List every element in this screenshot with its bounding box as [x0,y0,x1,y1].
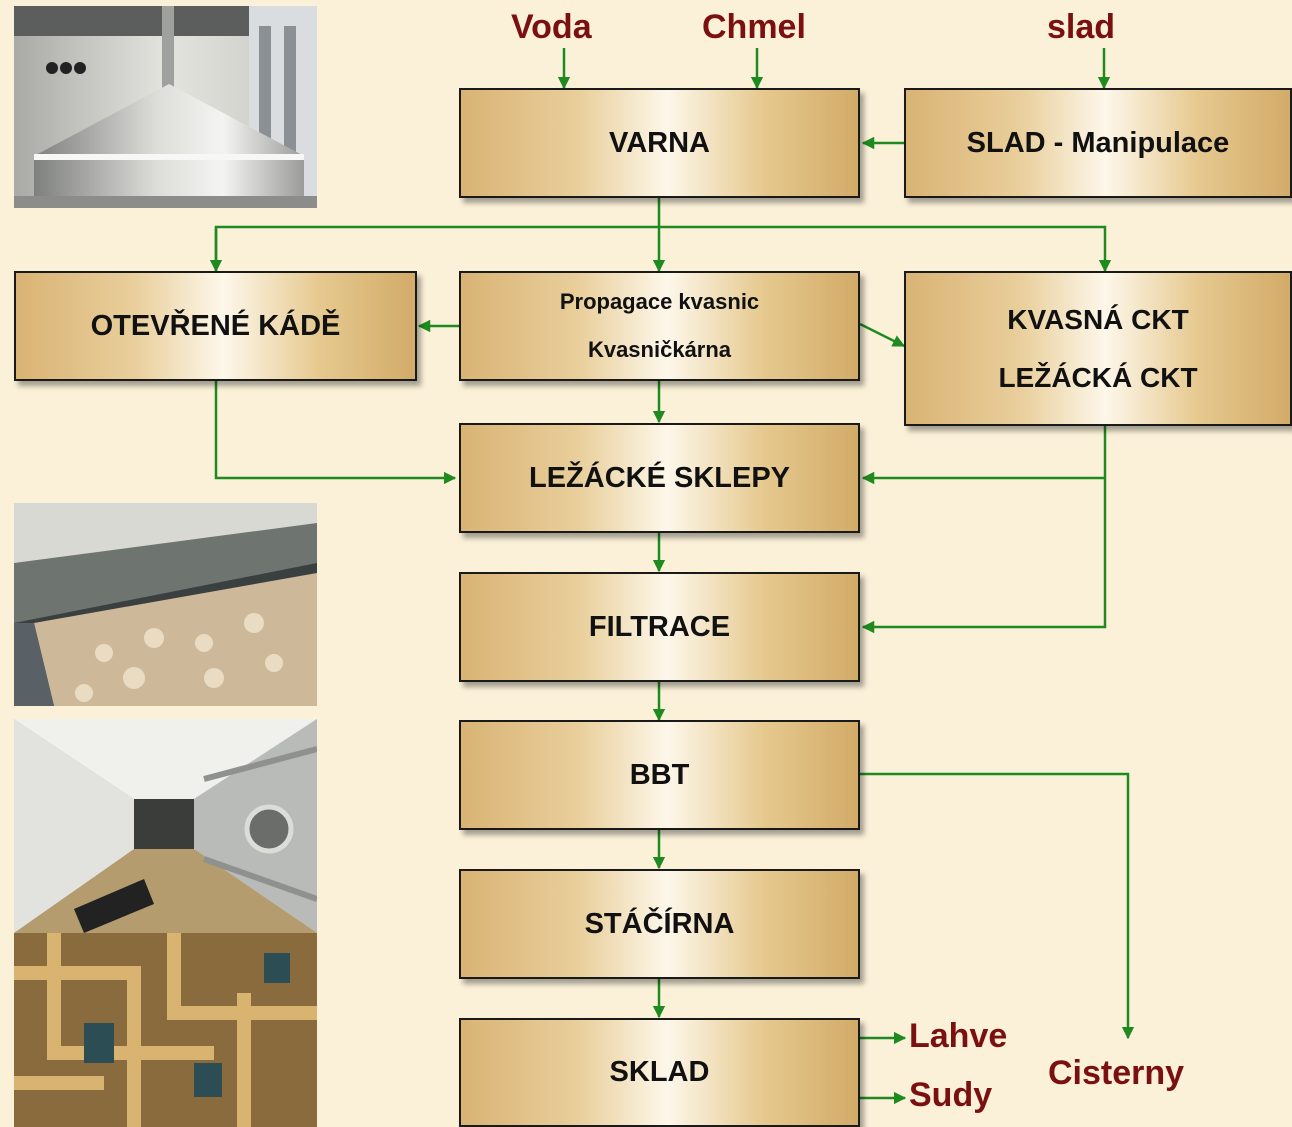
box-otevrene-kade-label: OTEVŘENÉ KÁDĚ [90,309,341,342]
brewhouse-kettle-photo [14,6,317,208]
box-propagace-line1: Propagace kvasnic [559,289,760,314]
output-cisterny: Cisterny [1048,1054,1185,1092]
box-bbt-label: BBT [629,758,690,791]
box-filtrace-label: FILTRACE [588,610,731,643]
input-voda: Voda [511,8,592,46]
open-fermentation-tanks-photo [14,503,317,706]
box-sklad: SKLAD [459,1018,860,1127]
box-varna: VARNA [459,88,860,198]
box-ckt-line1: KVASNÁ CKT [1007,303,1189,335]
box-sklad-label: SKLAD [609,1056,710,1088]
box-bbt: BBT [459,720,860,830]
box-kvasna-lezacka-ckt: KVASNÁ CKT LEŽÁCKÁ CKT [904,271,1292,426]
box-varna-label: VARNA [609,126,710,159]
input-slad: slad [1047,8,1116,46]
lagering-cellar-corridor-photo [14,719,317,933]
input-chmel: Chmel [702,8,806,46]
output-lahve: Lahve [909,1017,1008,1055]
box-filtrace: FILTRACE [459,572,860,682]
output-sudy: Sudy [909,1076,993,1114]
box-otevrene-kade: OTEVŘENÉ KÁDĚ [14,271,417,381]
box-slad-manipulace: SLAD - Manipulace [904,88,1292,198]
box-propagace-line2: Kvasničkárna [587,337,732,362]
box-stacirna: STÁČÍRNA [459,869,860,979]
box-ckt-line2: LEŽÁCKÁ CKT [998,361,1198,393]
pipework-cellar-photo [14,933,317,1127]
box-stacirna-label: STÁČÍRNA [584,907,735,940]
box-lezacke-sklepy: LEŽÁCKÉ SKLEPY [459,423,860,533]
box-lezacke-sklepy-label: LEŽÁCKÉ SKLEPY [528,461,791,494]
box-slad-manipulace-label: SLAD - Manipulace [966,126,1230,159]
box-propagace-kvasnic: Propagace kvasnic Kvasničkárna [459,271,860,381]
